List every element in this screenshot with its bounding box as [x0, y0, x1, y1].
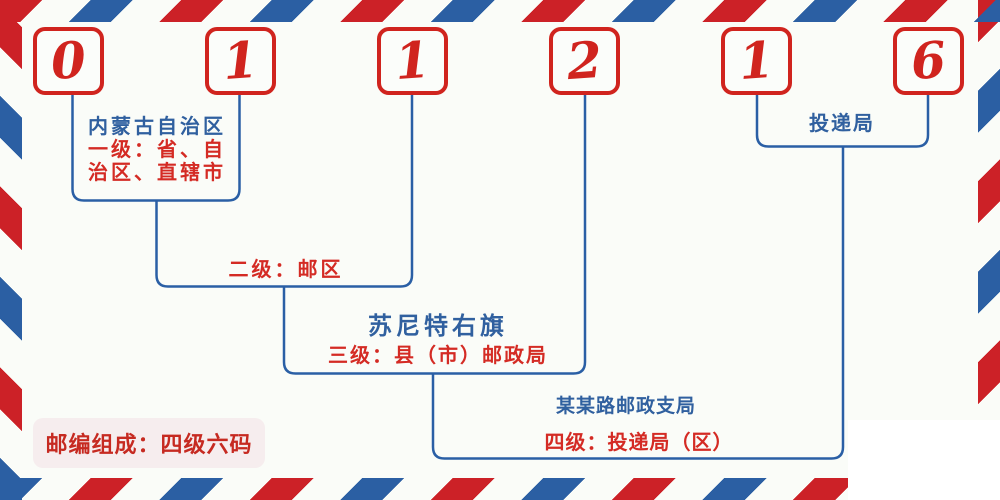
level3-place-name: 苏尼特右旗: [368, 313, 508, 340]
postal-digit-box-3: 1: [377, 27, 448, 95]
postal-digit-box-6: 6: [893, 27, 964, 95]
postal-digit-box-1: 0: [33, 27, 104, 95]
footer-badge-text: 邮编组成：四级六码: [45, 432, 253, 457]
postal-digit-box-2: 1: [205, 27, 276, 95]
postal-digit-5: 1: [737, 29, 776, 92]
level2-desc: 二级：邮区: [228, 259, 344, 281]
postal-digit-2: 1: [221, 29, 260, 92]
bottom-right-white-patch: [848, 420, 1000, 500]
postal-digit-3: 1: [393, 29, 432, 92]
airmail-border-right: [978, 0, 1000, 500]
airmail-border-top: [0, 0, 1000, 22]
airmail-border-bottom: [0, 478, 1000, 500]
level1-desc-line2: 治区、直辖市: [88, 162, 226, 184]
level1-desc-line1: 一级：省、自: [88, 139, 226, 161]
postal-digit-box-5: 1: [721, 27, 792, 95]
postal-digit-box-4: 2: [549, 27, 620, 95]
level4-desc: 四级：投递局（区）: [544, 432, 734, 454]
postal-digit-4: 2: [565, 29, 604, 92]
level3-desc: 三级：县（市）邮政局: [328, 345, 548, 367]
footer-badge: 邮编组成：四级六码: [33, 418, 265, 468]
delivery-office-label: 投递局: [809, 113, 875, 135]
airmail-border-left: [0, 0, 22, 500]
level1-region-name: 内蒙古自治区: [88, 116, 226, 138]
level4-place-name: 某某路邮政支局: [555, 396, 697, 417]
level1-label: 内蒙古自治区 一级：省、自 治区、直辖市: [88, 116, 226, 185]
postal-digit-1: 0: [49, 29, 88, 92]
postal-digit-6: 6: [909, 29, 948, 92]
